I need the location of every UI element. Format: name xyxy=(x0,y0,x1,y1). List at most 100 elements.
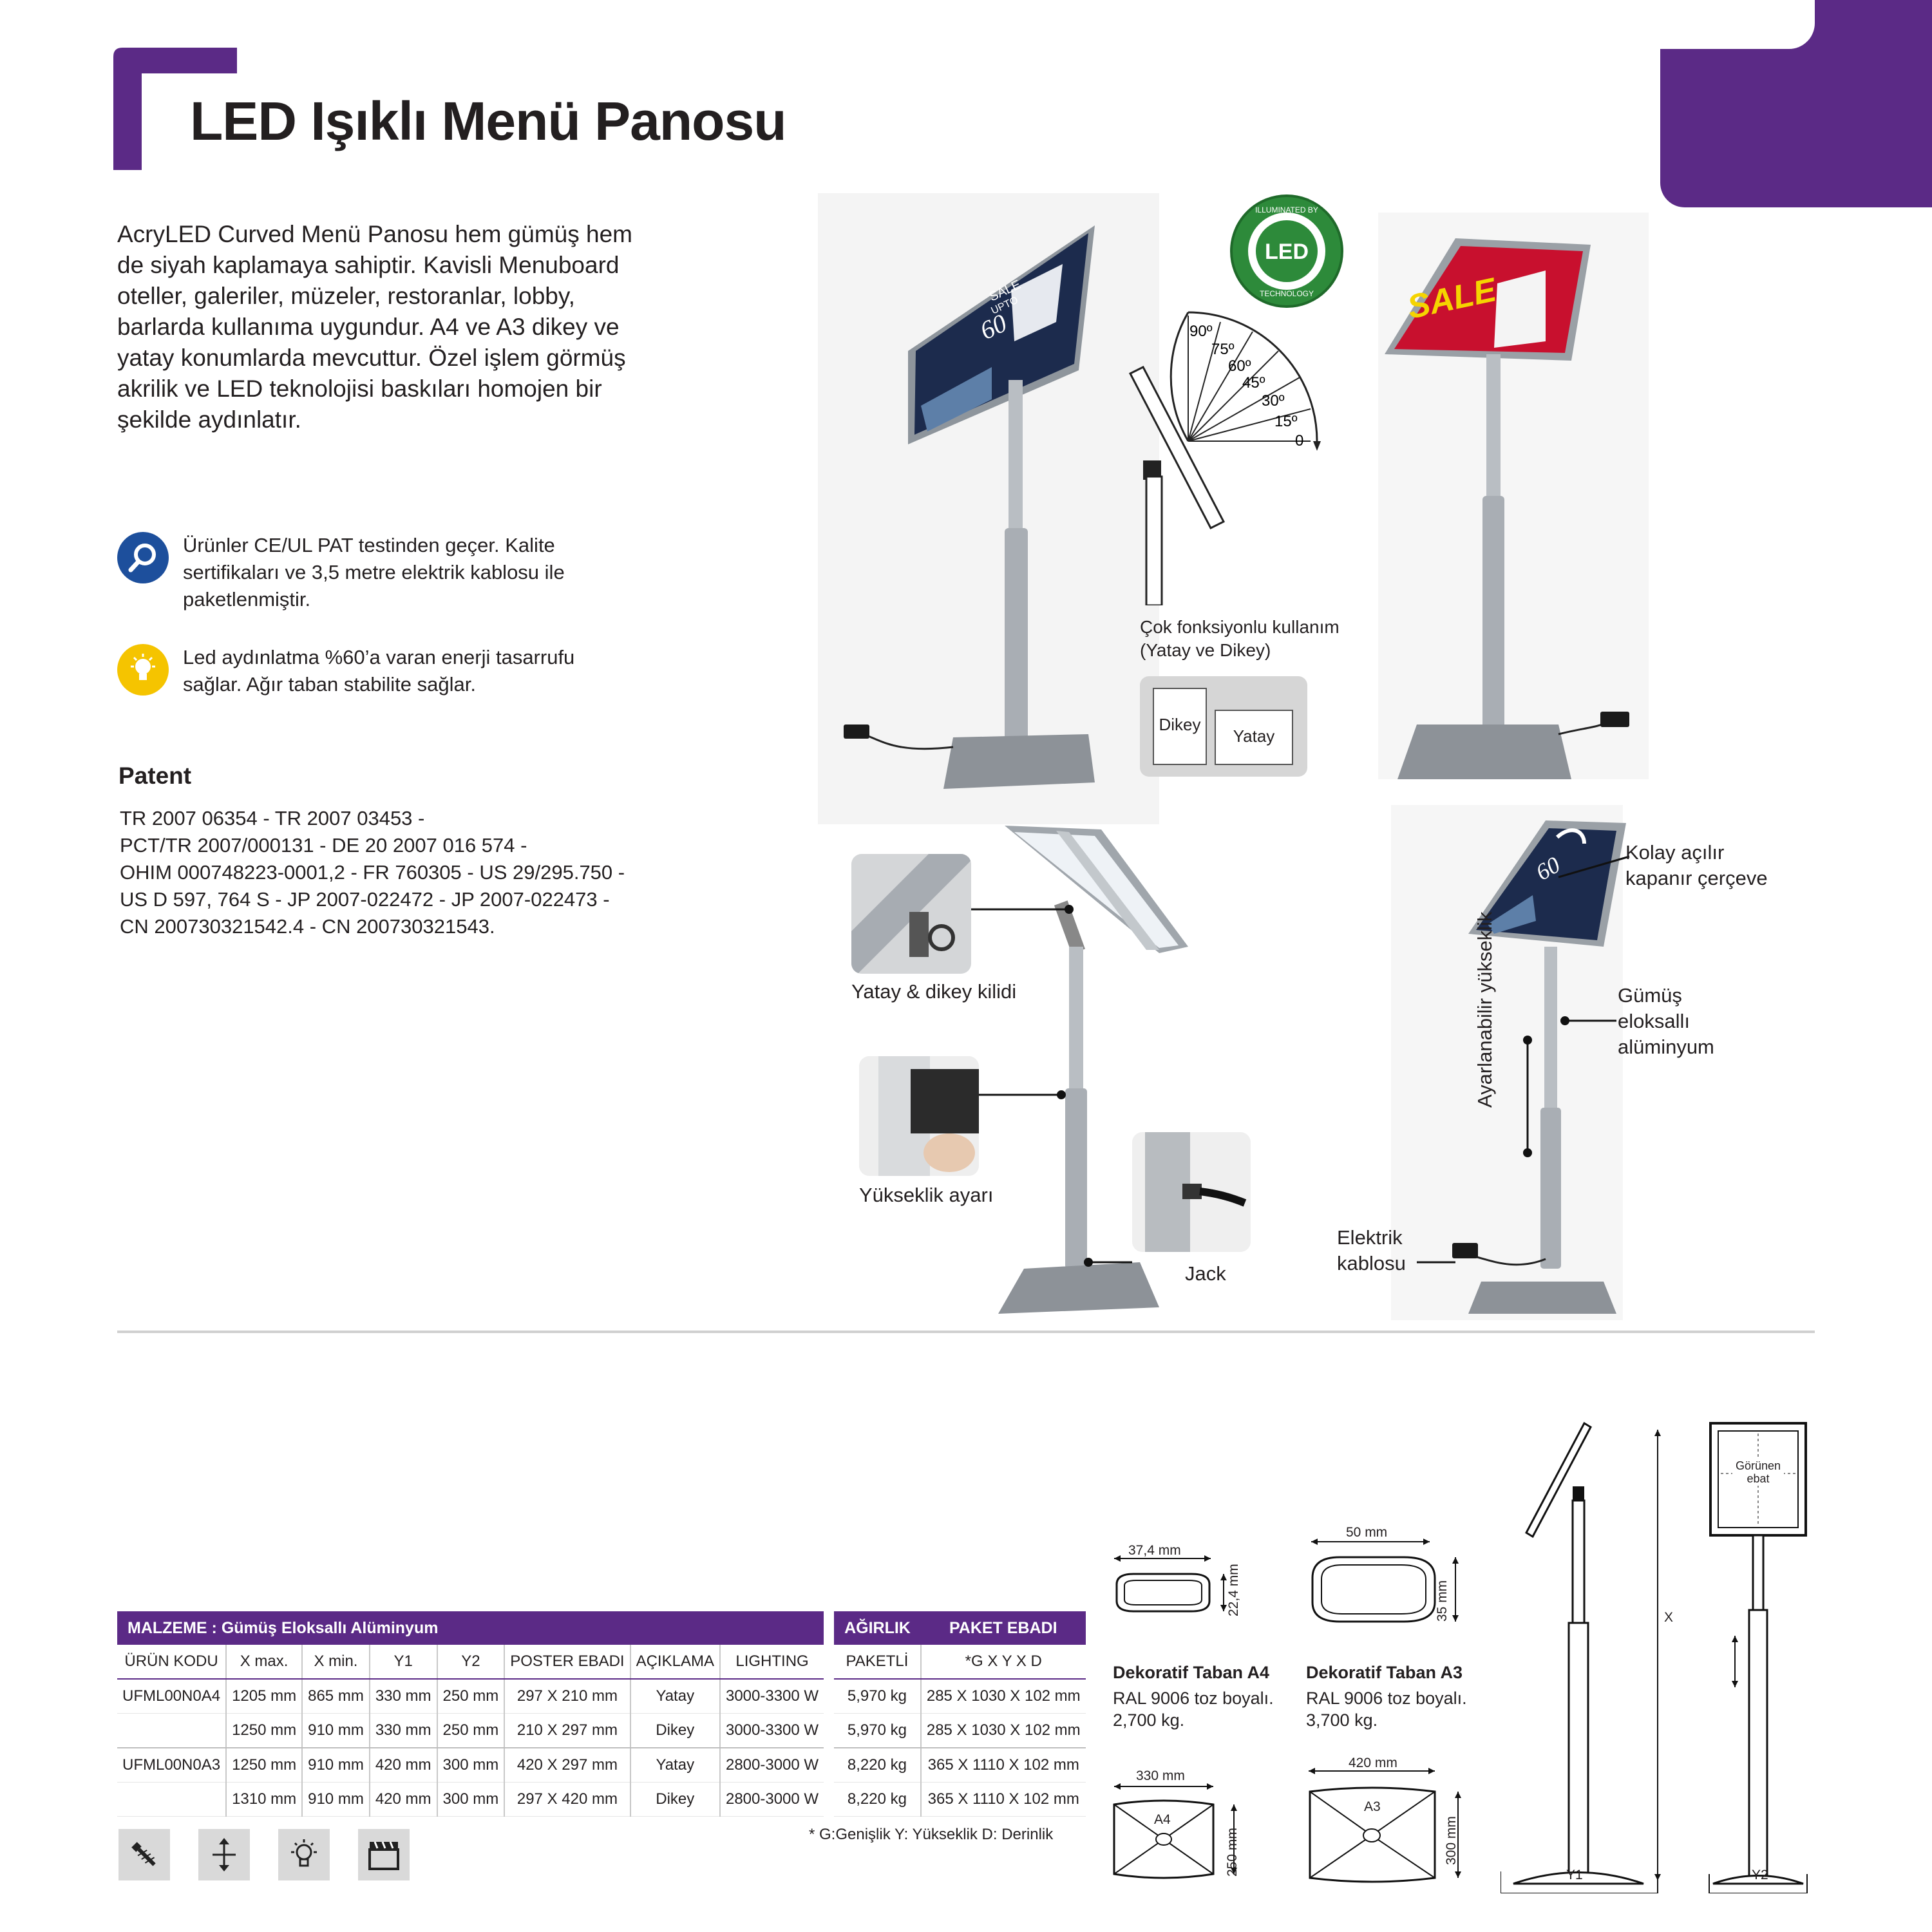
vertical-label: Dikey xyxy=(1159,715,1201,734)
table-cell: 2800-3000 W xyxy=(719,1782,824,1817)
screw-icon xyxy=(118,1829,170,1880)
usage-caption-2: (Yatay ve Dikey) xyxy=(1140,640,1271,660)
jack-closeup-photo xyxy=(1132,1132,1251,1252)
stand-photo-blue-poster: SALE UPTO 60 xyxy=(818,193,1159,824)
table-cell: 910 mm xyxy=(302,1782,370,1817)
patent-line: TR 2007 06354 - TR 2007 03453 - xyxy=(120,807,425,829)
weight-header: AĞIRLIK xyxy=(834,1611,921,1645)
a3-base-line1: RAL 9006 toz boyalı. xyxy=(1306,1689,1467,1708)
table-cell xyxy=(824,1783,834,1817)
table-cell: 297 X 420 mm xyxy=(504,1782,631,1817)
table-cell: 365 X 1110 X 102 mm xyxy=(920,1748,1086,1783)
table-cell: 910 mm xyxy=(302,1748,370,1783)
table-cell: 3000-3300 W xyxy=(719,1679,824,1714)
table-cell: 2800-3000 W xyxy=(719,1748,824,1783)
section-divider xyxy=(117,1331,1815,1333)
table-cell: Yatay xyxy=(630,1748,721,1783)
feature-text: Led aydınlatma %60’a varan enerji tasarr… xyxy=(183,646,575,696)
a4-base-line1: RAL 9006 toz boyalı. xyxy=(1113,1689,1274,1708)
base-plate-a4 xyxy=(1113,1783,1237,1879)
patent-line: US D 597, 764 S - JP 2007-022472 - JP 20… xyxy=(120,888,610,911)
angle-label: 15º xyxy=(1274,413,1298,430)
material-header: MALZEME : Gümüş Eloksallı Alüminyum xyxy=(117,1611,824,1645)
a4-base-height: 22,4 mm xyxy=(1226,1564,1241,1616)
table-footnote: * G:Genişlik Y: Yükseklik D: Derinlik xyxy=(809,1826,1054,1843)
a4-base-line2: 2,700 kg. xyxy=(1113,1710,1185,1730)
table-cell: 5,970 kg xyxy=(834,1713,922,1748)
corner-tab-decoration xyxy=(1660,0,1932,207)
col-header: LIGHTING xyxy=(719,1645,824,1680)
badge-center: LED xyxy=(1265,240,1309,264)
callout-alu-3: alüminyum xyxy=(1618,1036,1714,1058)
table-cell: 250 mm xyxy=(437,1713,506,1748)
bulb-icon xyxy=(278,1829,330,1880)
badge-top: ILLUMINATED BY xyxy=(1255,205,1318,214)
a3-base-title: Dekoratif Taban A3 xyxy=(1306,1663,1463,1682)
lock-closeup-photo xyxy=(851,854,971,974)
table-cell: 8,220 kg xyxy=(834,1782,922,1817)
dimension-y2: Y2 xyxy=(1752,1868,1768,1882)
stand-photo-red-poster: SALE xyxy=(1378,213,1649,779)
vertical-orientation: Dikey xyxy=(1153,688,1207,765)
table-cell xyxy=(824,1714,834,1748)
table-cell: 865 mm xyxy=(302,1679,370,1714)
a3-plate-label: A3 xyxy=(1364,1799,1381,1814)
col-header: POSTER EBADI xyxy=(504,1645,631,1680)
dimension-y1: Y1 xyxy=(1566,1868,1583,1882)
feature-text: Ürünler CE/UL PAT testinden geçer. Kalit… xyxy=(183,534,565,611)
magnifier-icon xyxy=(117,532,169,583)
col-header: *G X Y X D xyxy=(920,1645,1086,1680)
feature-energy: Led aydınlatma %60’a varan enerji tasarr… xyxy=(117,644,608,698)
callout-lock: Yatay & dikey kilidi xyxy=(851,980,1017,1003)
height-arrows-icon xyxy=(198,1829,250,1880)
table-cell: 3000-3300 W xyxy=(719,1713,824,1748)
angle-label: 75º xyxy=(1211,341,1235,358)
callout-cable-1: Elektrik xyxy=(1337,1226,1403,1249)
stand-photo-features: 60 xyxy=(1391,805,1630,1320)
angle-label: 90º xyxy=(1189,323,1213,340)
technical-drawing-front xyxy=(1709,1422,1808,1893)
table-cell xyxy=(824,1679,834,1714)
feature-certification: Ürünler CE/UL PAT testinden geçer. Kalit… xyxy=(117,532,608,613)
tilt-angle-diagram: 90º 75º 60º 45º 30º 15º 0 xyxy=(1128,311,1321,605)
angle-label: 30º xyxy=(1262,392,1285,410)
spec-table: MALZEME : Gümüş Eloksallı Alüminyum AĞIR… xyxy=(117,1611,1086,1817)
a4-plate-height: 250 mm xyxy=(1225,1828,1240,1877)
callout-height: Yükseklik ayarı xyxy=(859,1184,994,1206)
table-cell: 300 mm xyxy=(437,1748,506,1783)
patent-heading: Patent xyxy=(118,762,192,789)
table-cell: 420 mm xyxy=(369,1748,438,1783)
table-cell xyxy=(824,1748,834,1783)
col-header: Y1 xyxy=(369,1645,438,1680)
table-cell: 250 mm xyxy=(437,1679,506,1714)
table-cell: UFML00N0A4 xyxy=(117,1679,227,1714)
table-cell: 330 mm xyxy=(369,1679,438,1714)
horizontal-orientation: Yatay xyxy=(1215,710,1293,765)
patent-line: CN 200730321542.4 - CN 200730321543. xyxy=(120,915,495,938)
table-cell: 5,970 kg xyxy=(834,1679,922,1714)
table-cell: 1250 mm xyxy=(226,1713,303,1748)
patent-line: PCT/TR 2007/000131 - DE 20 2007 016 574 … xyxy=(120,834,527,857)
angle-label: 45º xyxy=(1242,374,1265,392)
table-cell: Dikey xyxy=(630,1782,721,1817)
a3-plate-height: 300 mm xyxy=(1444,1816,1459,1865)
callout-adjustable-height: Ayarlanabilir yükseklik xyxy=(1473,911,1496,1108)
col-header: ÜRÜN KODU xyxy=(117,1645,227,1680)
table-cell: 285 X 1030 X 102 mm xyxy=(920,1713,1086,1748)
table-cell: 365 X 1110 X 102 mm xyxy=(920,1782,1086,1817)
clapper-icon xyxy=(358,1829,410,1880)
table-cell: UFML00N0A3 xyxy=(117,1748,227,1783)
table-cell xyxy=(117,1782,227,1817)
table-cell: 285 X 1030 X 102 mm xyxy=(920,1679,1086,1714)
visible-area-1: Görünen xyxy=(1732,1459,1784,1473)
dimension-x: X xyxy=(1664,1610,1674,1625)
table-cell: 210 X 297 mm xyxy=(504,1713,631,1748)
table-cell: 1310 mm xyxy=(226,1782,303,1817)
base-profile-a3 xyxy=(1311,1539,1459,1623)
badge-bottom: TECHNOLOGY xyxy=(1260,289,1314,298)
a3-base-height: 35 mm xyxy=(1435,1580,1450,1622)
stand-photo-open-frame xyxy=(971,826,1188,1314)
table-cell xyxy=(117,1713,227,1748)
visible-area-2: ebat xyxy=(1732,1472,1784,1486)
